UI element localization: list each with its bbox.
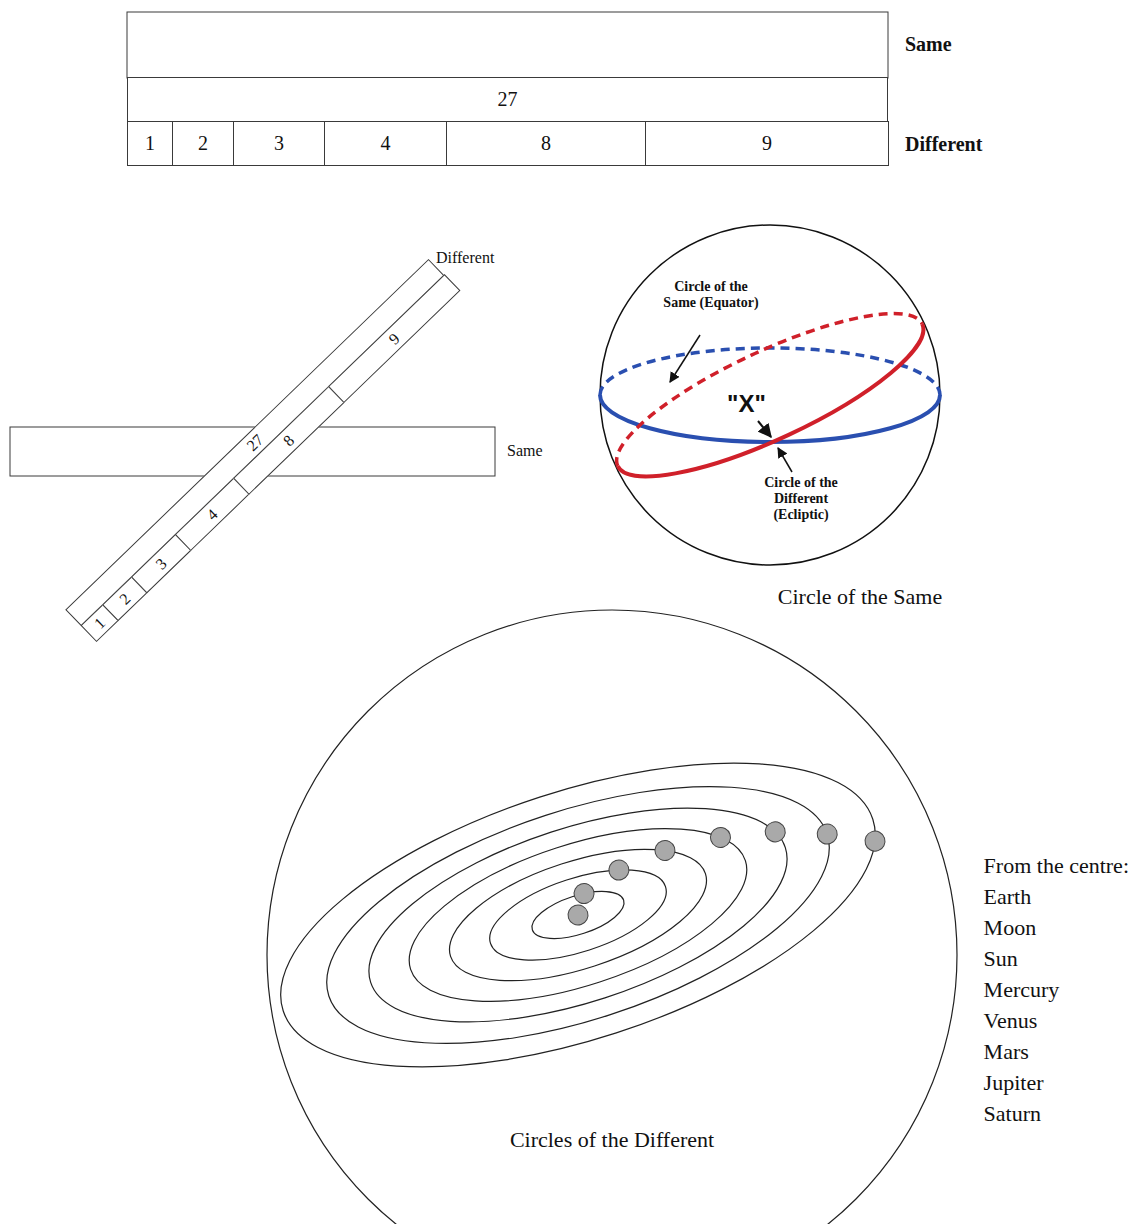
ratio-cell: 2: [172, 121, 234, 166]
ratio-number: 4: [381, 132, 391, 155]
strip-label: Different: [436, 249, 494, 267]
ratio-number: 9: [384, 329, 402, 348]
ratio-number: 3: [152, 554, 170, 573]
planetary-system: [245, 610, 957, 1224]
intersection-mark: "X": [727, 390, 766, 418]
ratio-cell: 9: [645, 121, 889, 166]
orbit-ellipse: [245, 701, 911, 1128]
planet-dot: [571, 881, 596, 906]
orbit-ellipse: [479, 852, 677, 979]
planet-dot: [606, 857, 631, 882]
planet-dot: [862, 829, 887, 854]
row-label: Different: [905, 133, 982, 156]
row-label: Same: [905, 33, 952, 56]
ratio-number: 1: [145, 132, 155, 155]
figure-caption: Circle of the Same: [735, 584, 985, 609]
celestial-sphere: [599, 225, 941, 565]
ratio-cell: 3: [233, 121, 325, 166]
ratio-cell: 4: [324, 121, 447, 166]
ratio-band: 27: [127, 77, 888, 122]
planet-dot: [565, 902, 590, 927]
ratio-number: 8: [279, 431, 297, 450]
ratio-number: 1: [90, 613, 108, 632]
planet-dot: [652, 838, 677, 863]
ratio-number: 2: [115, 589, 133, 608]
ratio-number: 4: [202, 505, 220, 524]
list-item: Jupiter: [984, 1070, 1044, 1095]
list-item: From the centre:: [984, 853, 1129, 878]
orbit-ellipse: [296, 734, 859, 1095]
list-item: Moon: [984, 915, 1037, 940]
list-item: Mars: [984, 1039, 1029, 1064]
figure-caption: Circles of the Different: [487, 1127, 737, 1152]
ratio-number: 2: [198, 132, 208, 155]
ratio-number: 3: [274, 132, 284, 155]
ratio-number: 8: [541, 132, 551, 155]
ratio-cell: 1: [127, 121, 173, 166]
callout-label: Circle of the Same (Equator): [662, 279, 760, 311]
same-band: [127, 12, 888, 78]
orbit-ellipse: [389, 794, 767, 1037]
list-item: Earth: [984, 884, 1032, 909]
list-item: Mercury: [984, 977, 1060, 1002]
strip-label: Same: [507, 442, 543, 460]
ratio-cell: 8: [446, 121, 646, 166]
list-item: Sun: [984, 946, 1018, 971]
orbit-ellipse: [344, 765, 813, 1066]
list-item: Venus: [984, 1008, 1038, 1033]
orbit-ellipse: [526, 882, 629, 948]
callout-label: Circle of the Different (Ecliptic): [752, 475, 850, 523]
ratio-number: 27: [498, 88, 518, 111]
planet-dot: [763, 819, 788, 844]
list-item: Saturn: [984, 1101, 1041, 1126]
orbit-ellipse: [434, 823, 722, 1008]
planet-dot: [708, 825, 733, 850]
ratio-number: 9: [762, 132, 772, 155]
planet-dot: [815, 821, 840, 846]
